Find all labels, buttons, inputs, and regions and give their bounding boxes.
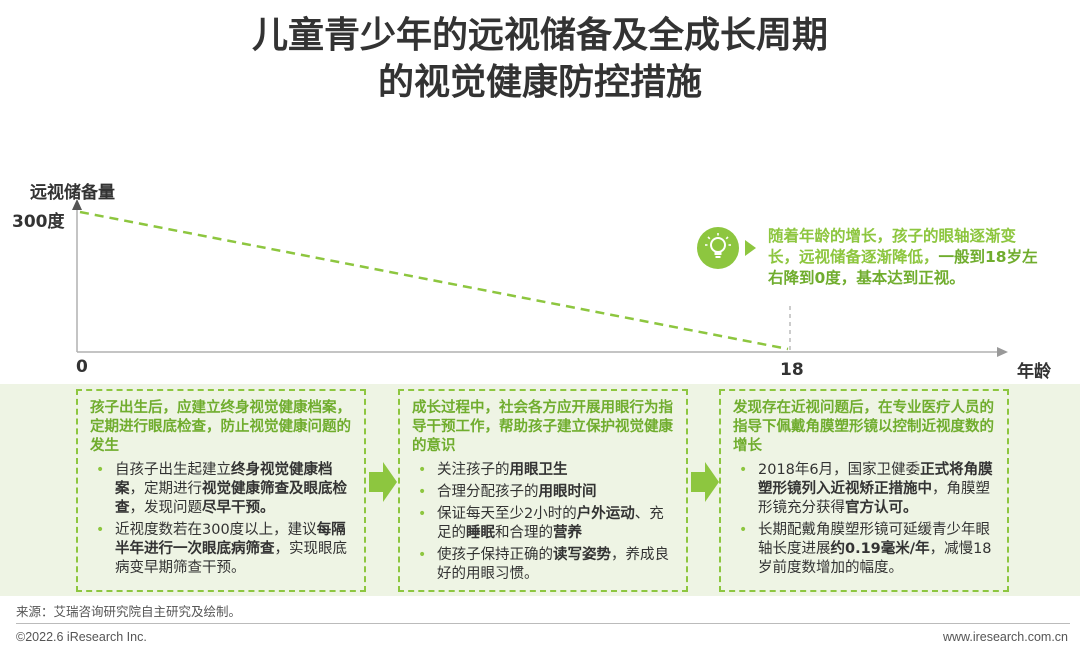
emphasis-text: 官方认可。 bbox=[845, 500, 918, 516]
list-item: 2018年6月，国家卫健委正式将角膜塑形镜列入近视矫正措施中，角膜塑形镜充分获得… bbox=[733, 461, 997, 518]
body-text: ，发现问题 bbox=[129, 500, 203, 516]
source-note: 来源：艾瑞咨询研究院自主研究及绘制。 bbox=[16, 604, 242, 619]
emphasis-text: 户外运动 bbox=[576, 506, 635, 522]
x-tick-label: 18 bbox=[780, 360, 804, 380]
body-text: 和合理的 bbox=[495, 525, 553, 541]
stage-box-growth: 成长过程中，社会各方应开展用眼行为指导干预工作，帮助孩子建立保护视觉健康的意识 … bbox=[398, 389, 688, 592]
insight-note-part1: 随着年龄的增长，孩子的眼轴逐渐变长，远视储备逐渐降低， bbox=[768, 227, 1017, 266]
website-link[interactable]: www.iresearch.com.cn bbox=[942, 630, 1068, 644]
stage-box-list: 关注孩子的用眼卫生 合理分配孩子的用眼时间 保证每天至少2小时的户外运动、充足的… bbox=[412, 461, 676, 584]
stage-box-heading: 成长过程中，社会各方应开展用眼行为指导干预工作，帮助孩子建立保护视觉健康的意识 bbox=[412, 400, 673, 454]
pointer-arrow-icon bbox=[745, 240, 756, 256]
body-text: 使孩子保持正确的 bbox=[437, 547, 553, 563]
body-text: 近视度数若在300度以上，建议 bbox=[115, 522, 317, 538]
axis-chart bbox=[72, 199, 1008, 357]
body-text: 自孩子出生起建立 bbox=[115, 462, 231, 478]
body-text: 合理分配孩子的 bbox=[437, 484, 539, 500]
x-origin-label: 0 bbox=[76, 357, 88, 377]
list-item: 使孩子保持正确的读写姿势，养成良好的用眼习惯。 bbox=[412, 546, 676, 584]
stage-box-heading: 孩子出生后，应建立终身视觉健康档案，定期进行眼底检查，防止视觉健康问题的发生 bbox=[90, 400, 351, 454]
emphasis-text: 睡眠 bbox=[466, 525, 495, 541]
body-text: 关注孩子的 bbox=[437, 462, 510, 478]
body-text: ，角膜塑形镜充分获得 bbox=[758, 481, 990, 516]
body-text: ，减慢18岁前度数增加的幅度。 bbox=[758, 541, 992, 576]
emphasis-text: 每隔半年进行一次眼底病筛查 bbox=[115, 522, 346, 557]
list-item: 长期配戴角膜塑形镜可延缓青少年眼轴长度进展约0.19毫米/年，减慢18岁前度数增… bbox=[733, 521, 997, 578]
copyright: ©2022.6 iResearch Inc. bbox=[16, 630, 147, 644]
page-title-line1: 儿童青少年的远视储备及全成长周期 bbox=[251, 15, 828, 56]
body-text: ，实现眼底病变早期筛查干预。 bbox=[115, 541, 347, 576]
decline-line bbox=[79, 210, 789, 351]
list-item: 保证每天至少2小时的户外运动、充足的睡眠和合理的营养 bbox=[412, 505, 676, 543]
list-item: 合理分配孩子的用眼时间 bbox=[412, 483, 676, 502]
stage-box-list: 自孩子出生起建立终身视觉健康档案，定期进行视觉健康筛查及眼底检查，发现问题尽早干… bbox=[90, 461, 354, 578]
emphasis-text: 终身视觉健康档案 bbox=[115, 462, 333, 497]
x-axis-label: 年龄 bbox=[1017, 362, 1051, 382]
page-title-line2: 的视觉健康防控措施 bbox=[377, 62, 702, 103]
body-text: ，定期进行 bbox=[129, 481, 203, 497]
footer-divider bbox=[16, 623, 1070, 624]
chevron-right-icon bbox=[691, 462, 719, 502]
insight-note-part2: 一般到18岁左右降到0度，基本达到正视。 bbox=[768, 248, 1038, 287]
body-text: ，养成良好的用眼习惯。 bbox=[437, 547, 669, 582]
emphasis-text: 用眼卫生 bbox=[509, 462, 568, 478]
stage-box-myopia: 发现存在近视问题后，在专业医疗人员的指导下佩戴角膜塑形镜以控制近视度数的增长 2… bbox=[719, 389, 1009, 592]
emphasis-text: 尽早干预。 bbox=[202, 500, 275, 516]
emphasis-text: 读写姿势 bbox=[553, 547, 611, 563]
body-text: 2018年6月，国家卫健委 bbox=[758, 462, 921, 478]
stage-box-list: 2018年6月，国家卫健委正式将角膜塑形镜列入近视矫正措施中，角膜塑形镜充分获得… bbox=[733, 461, 997, 578]
body-text: 保证每天至少2小时的 bbox=[437, 506, 577, 522]
list-item: 关注孩子的用眼卫生 bbox=[412, 461, 676, 480]
insight-note: 随着年龄的增长，孩子的眼轴逐渐变长，远视储备逐渐降低，一般到18岁左右降到0度，… bbox=[768, 226, 1044, 289]
stage-box-heading: 发现存在近视问题后，在专业医疗人员的指导下佩戴角膜塑形镜以控制近视度数的增长 bbox=[733, 400, 994, 454]
list-item: 自孩子出生起建立终身视觉健康档案，定期进行视觉健康筛查及眼底检查，发现问题尽早干… bbox=[90, 461, 354, 518]
list-item: 近视度数若在300度以上，建议每隔半年进行一次眼底病筛查，实现眼底病变早期筛查干… bbox=[90, 521, 354, 578]
emphasis-text: 约0.19毫米/年 bbox=[830, 541, 930, 557]
emphasis-text: 视觉健康筛查及眼底检查 bbox=[115, 481, 347, 516]
stage-box-birth: 孩子出生后，应建立终身视觉健康档案，定期进行眼底检查，防止视觉健康问题的发生 自… bbox=[76, 389, 366, 592]
emphasis-text: 用眼时间 bbox=[538, 484, 597, 500]
emphasis-text: 正式将角膜塑形镜列入近视矫正措施中 bbox=[758, 462, 993, 497]
body-text: 长期配戴角膜塑形镜可延缓青少年眼轴长度进展 bbox=[758, 522, 990, 557]
body-text: 、充足的 bbox=[437, 506, 664, 541]
lightbulb-icon bbox=[697, 227, 739, 269]
y-axis-arrow bbox=[72, 199, 82, 210]
chevron-right-icon bbox=[369, 462, 397, 502]
y-axis-label: 远视储备量 bbox=[30, 183, 115, 203]
x-axis-arrow bbox=[997, 347, 1008, 357]
y-tick-label: 300度 bbox=[12, 212, 65, 232]
emphasis-text: 营养 bbox=[553, 525, 582, 541]
